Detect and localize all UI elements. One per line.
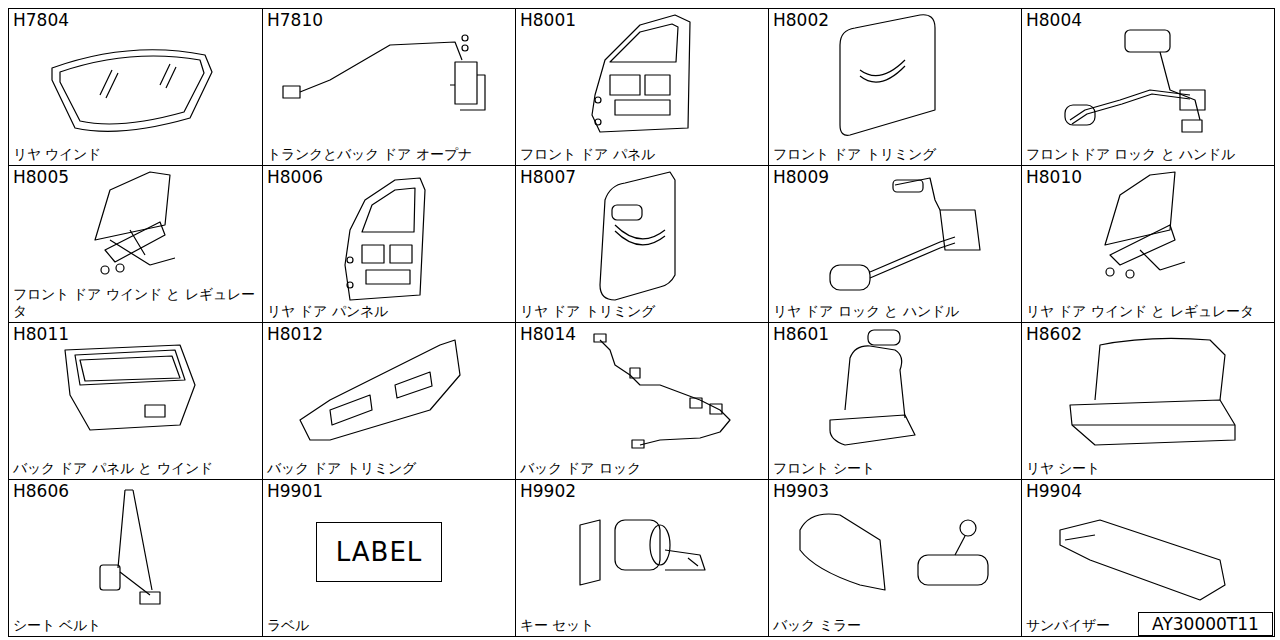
part-code: H8005: [13, 167, 258, 187]
part-cell: H8009 リヤ ドア ロック と ハンドル: [768, 165, 1022, 323]
part-name: バック ドア ロック: [520, 460, 764, 477]
part-name: トランクとバック ドア オープナ: [267, 146, 511, 163]
part-name: バック ドア トリミング: [267, 460, 511, 477]
part-name: リヤ ドア ウインド と レギュレータ: [1026, 303, 1270, 320]
part-name: キー セット: [520, 617, 764, 634]
part-name: フロント ドア ウインド と レギュレータ: [13, 286, 258, 320]
part-name: シート ベルト: [13, 617, 258, 634]
part-cell: H8601 フロント シート: [768, 322, 1022, 480]
part-cell: H8014 バック ドア ロック: [515, 322, 769, 480]
part-code: H9903: [773, 481, 1017, 501]
part-code: H9904: [1026, 481, 1270, 501]
part-code: H8006: [267, 167, 511, 187]
part-name: フロント シート: [773, 460, 1017, 477]
part-code: H9901: [267, 481, 511, 501]
part-name: バック ミラー: [773, 617, 1017, 634]
part-code: H8602: [1026, 324, 1270, 344]
part-cell: H8010 リヤ ドア ウインド と レギュレータ: [1021, 165, 1275, 323]
part-name: フロントドア ロック と ハンドル: [1026, 146, 1270, 163]
part-cell: H8002 フロント ドア トリミング: [768, 8, 1022, 166]
part-code: H9902: [520, 481, 764, 501]
part-cell: H8606 シート ベルト: [8, 479, 263, 637]
part-cell: H9903 バック ミラー: [768, 479, 1022, 637]
part-cell: H8006 リヤ ドア パンネル: [262, 165, 516, 323]
part-cell: H8004 フロントドア ロック と ハンドル: [1021, 8, 1275, 166]
part-code: H8004: [1026, 10, 1270, 30]
part-cell: H9902 キー セット: [515, 479, 769, 637]
part-name: リヤ シート: [1026, 460, 1270, 477]
part-cell: H8011 バック ドア パネル と ウインド: [8, 322, 263, 480]
part-code: H8012: [267, 324, 511, 344]
part-cell: H8602 リヤ シート: [1021, 322, 1275, 480]
part-code: H8001: [520, 10, 764, 30]
part-name: バック ドア パネル と ウインド: [13, 460, 258, 477]
part-code: H8014: [520, 324, 764, 344]
part-cell: H7804 リヤ ウインド: [8, 8, 263, 166]
label-text: LABEL: [336, 537, 423, 567]
part-code: H8606: [13, 481, 258, 501]
part-code: H8002: [773, 10, 1017, 30]
part-name: リヤ ドア ロック と ハンドル: [773, 303, 1017, 320]
part-name: フロント ドア パネル: [520, 146, 764, 163]
part-cell: H7810 トランクとバック ドア オープナ: [262, 8, 516, 166]
part-code: H8010: [1026, 167, 1270, 187]
part-name: ラベル: [267, 617, 511, 634]
part-code: H8011: [13, 324, 258, 344]
part-code: H7804: [13, 10, 258, 30]
part-code: H8007: [520, 167, 764, 187]
part-name: リヤ ドア トリミング: [520, 303, 764, 320]
label-box: LABEL: [316, 522, 442, 582]
part-name: リヤ ドア パンネル: [267, 303, 511, 320]
part-code: H8009: [773, 167, 1017, 187]
part-cell: H8005 フロント ドア ウインド と レギュレータ: [8, 165, 263, 323]
part-code: H8601: [773, 324, 1017, 344]
part-cell: H8007 リヤ ドア トリミング: [515, 165, 769, 323]
part-name: フロント ドア トリミング: [773, 146, 1017, 163]
part-cell: H9901 ラベル LABEL: [262, 479, 516, 637]
part-cell: H8001 フロント ドア パネル: [515, 8, 769, 166]
drawing-number: AY30000T11: [1152, 614, 1259, 634]
drawing-number-box: AY30000T11: [1138, 612, 1273, 636]
part-name: リヤ ウインド: [13, 146, 258, 163]
part-cell: H8012 バック ドア トリミング: [262, 322, 516, 480]
part-code: H7810: [267, 10, 511, 30]
